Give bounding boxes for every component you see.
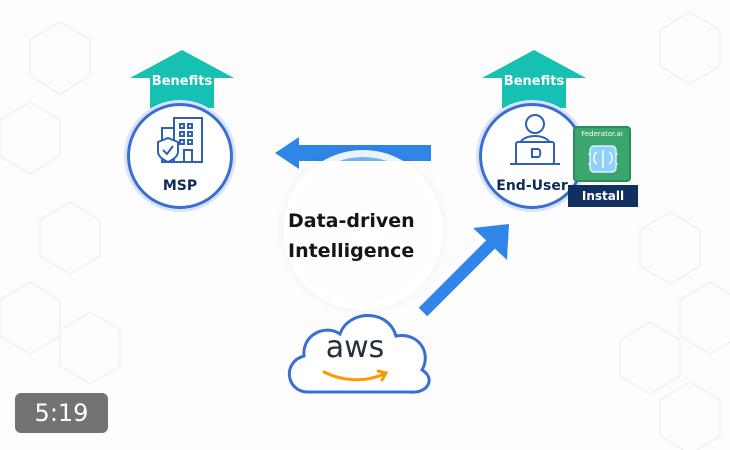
center-caption: Data-driven Intelligence	[288, 206, 428, 266]
aws-smile-icon	[322, 369, 389, 382]
play-icon	[351, 203, 391, 259]
center-caption-line2: Intelligence	[288, 240, 415, 262]
federator-title: Federator.ai	[581, 130, 623, 138]
diagonal-flow-arrow	[418, 224, 509, 317]
msp-node: MSP	[127, 103, 233, 209]
msp-benefits-label: Benefits	[151, 74, 213, 89]
user-laptop-icon	[510, 114, 560, 165]
aws-logo-text: aws	[325, 330, 385, 365]
install-button[interactable]: Install	[568, 185, 638, 207]
brain-chip-icon	[588, 145, 618, 173]
play-button[interactable]	[283, 150, 443, 310]
center-caption-line1: Data-driven	[288, 210, 415, 232]
end-user-label: End-User	[496, 178, 568, 194]
end-user-benefits-label: Benefits	[503, 74, 565, 89]
video-duration-badge: 5:19	[15, 393, 108, 433]
federator-card: Federator.ai	[573, 126, 631, 182]
up-arrow-icon	[130, 50, 234, 108]
msp-label: MSP	[162, 178, 198, 194]
msp-benefits-arrow: Benefits	[130, 50, 234, 108]
building-shield-icon	[157, 117, 203, 164]
end-user-node: End-User	[479, 103, 585, 209]
up-arrow-icon	[482, 50, 586, 108]
end-user-benefits-arrow: Benefits	[482, 50, 586, 108]
